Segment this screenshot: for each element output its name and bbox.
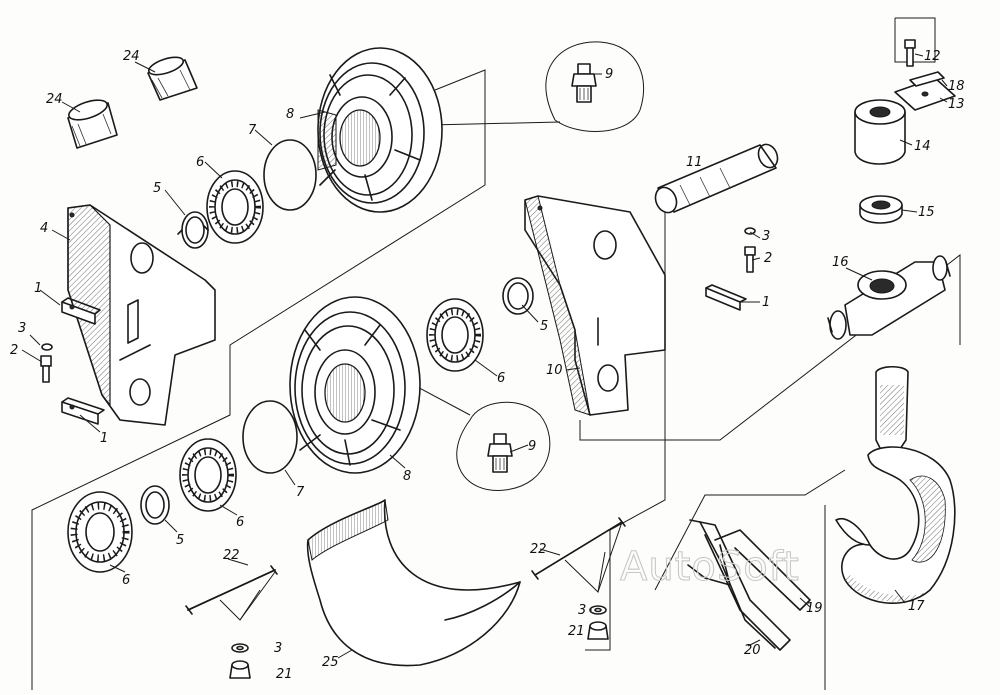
label-2-right: 2 xyxy=(764,251,772,266)
label-1-lower-left: 1 xyxy=(100,431,108,446)
label-13: 13 xyxy=(948,97,965,112)
label-10: 10 xyxy=(546,363,563,378)
washer-3-bottom-left xyxy=(231,643,249,653)
nut-14 xyxy=(854,99,906,165)
label-3-right: 3 xyxy=(762,229,770,244)
label-20: 20 xyxy=(744,643,761,658)
label-12: 12 xyxy=(924,49,941,64)
label-1-right: 1 xyxy=(762,295,770,310)
lock-plate-1-upper xyxy=(61,297,101,325)
grease-fitting-9-upper xyxy=(545,41,645,132)
label-15: 15 xyxy=(918,205,935,220)
label-6-lower: 6 xyxy=(236,515,244,530)
label-21-bottom-right: 21 xyxy=(568,624,585,639)
label-17: 17 xyxy=(908,599,925,614)
watermark: AutoSoft xyxy=(620,544,800,590)
retaining-ring-7-upper xyxy=(263,139,317,211)
axle-pin-11 xyxy=(654,143,779,214)
label-22-left: 22 xyxy=(223,548,240,563)
label-8-upper: 8 xyxy=(286,107,294,122)
side-plate-10 xyxy=(524,195,666,416)
bearing-6-bottom xyxy=(67,491,133,573)
label-5-upper: 5 xyxy=(153,181,161,196)
label-leader-lines xyxy=(21,53,948,659)
spacer-ring-5-lower xyxy=(502,277,534,315)
label-2-left: 2 xyxy=(10,343,18,358)
label-11: 11 xyxy=(686,155,703,170)
sheave-8-lower xyxy=(289,296,421,474)
guard-25 xyxy=(306,498,521,667)
nut-21-bottom-left xyxy=(229,660,251,679)
bearing-6-lower xyxy=(179,438,237,512)
grease-fitting-9-lower xyxy=(456,401,551,491)
cotter-pin-19 xyxy=(687,529,811,611)
rod-22-left xyxy=(185,565,278,615)
label-16: 16 xyxy=(832,255,849,270)
label-5-right: 5 xyxy=(540,319,548,334)
hook-17 xyxy=(835,365,956,604)
label-9-lower: 9 xyxy=(528,439,536,454)
sheave-8-upper xyxy=(317,47,443,213)
bearing-6-upper xyxy=(206,170,264,244)
part-labels: 24 24 4 1 3 2 1 5 6 7 8 9 11 3 2 1 5 6 1… xyxy=(10,49,965,682)
bolt-12 xyxy=(904,39,916,67)
label-6-middle: 6 xyxy=(497,371,505,386)
nut-21-bottom-right xyxy=(587,621,609,640)
washer-3-bottom-right xyxy=(589,605,607,615)
label-3-bottom-left: 3 xyxy=(274,641,282,656)
label-5-lower: 5 xyxy=(176,533,184,548)
label-3-left: 3 xyxy=(18,321,26,336)
crosshead-16 xyxy=(827,255,951,340)
thrust-washer-15 xyxy=(859,195,903,224)
washer-3-left xyxy=(41,343,53,351)
label-6-upper: 6 xyxy=(196,155,204,170)
label-7-lower: 7 xyxy=(296,485,305,500)
bushing-24-lower xyxy=(67,99,118,149)
spacer-ring-5-upper xyxy=(177,211,209,249)
label-25: 25 xyxy=(322,655,339,670)
label-7-upper: 7 xyxy=(248,123,257,138)
label-1-upper-left: 1 xyxy=(34,281,42,296)
label-8-lower: 8 xyxy=(403,469,411,484)
label-18: 18 xyxy=(948,79,965,94)
label-4: 4 xyxy=(40,221,48,236)
label-24-lower: 24 xyxy=(46,92,63,107)
label-6-bottom: 6 xyxy=(122,573,130,588)
label-3-bottom-right: 3 xyxy=(578,603,586,618)
label-14: 14 xyxy=(914,139,931,154)
spacer-ring-5-bottom xyxy=(140,485,170,525)
bearing-6-middle xyxy=(426,298,484,372)
retaining-ring-7-lower xyxy=(242,400,298,474)
label-9-upper: 9 xyxy=(605,67,613,82)
bolt-2-left xyxy=(40,355,52,383)
label-24-upper: 24 xyxy=(123,49,140,64)
assembly-outline-lines xyxy=(31,17,961,690)
lockwasher-18 xyxy=(909,71,945,87)
side-plate-4 xyxy=(67,204,216,426)
lock-plate-1-lower xyxy=(61,397,105,425)
leader-fan-left xyxy=(219,571,276,621)
cotter-pin-20 xyxy=(689,519,791,651)
label-19: 19 xyxy=(806,601,823,616)
label-21-bottom-left: 21 xyxy=(276,667,293,682)
lock-plate-1-right xyxy=(705,284,747,311)
bolt-2-right xyxy=(744,246,756,273)
washer-3-right xyxy=(744,227,756,235)
leader-fan-right xyxy=(564,521,623,594)
bushing-24-upper xyxy=(147,56,198,101)
label-22-right: 22 xyxy=(530,542,547,557)
